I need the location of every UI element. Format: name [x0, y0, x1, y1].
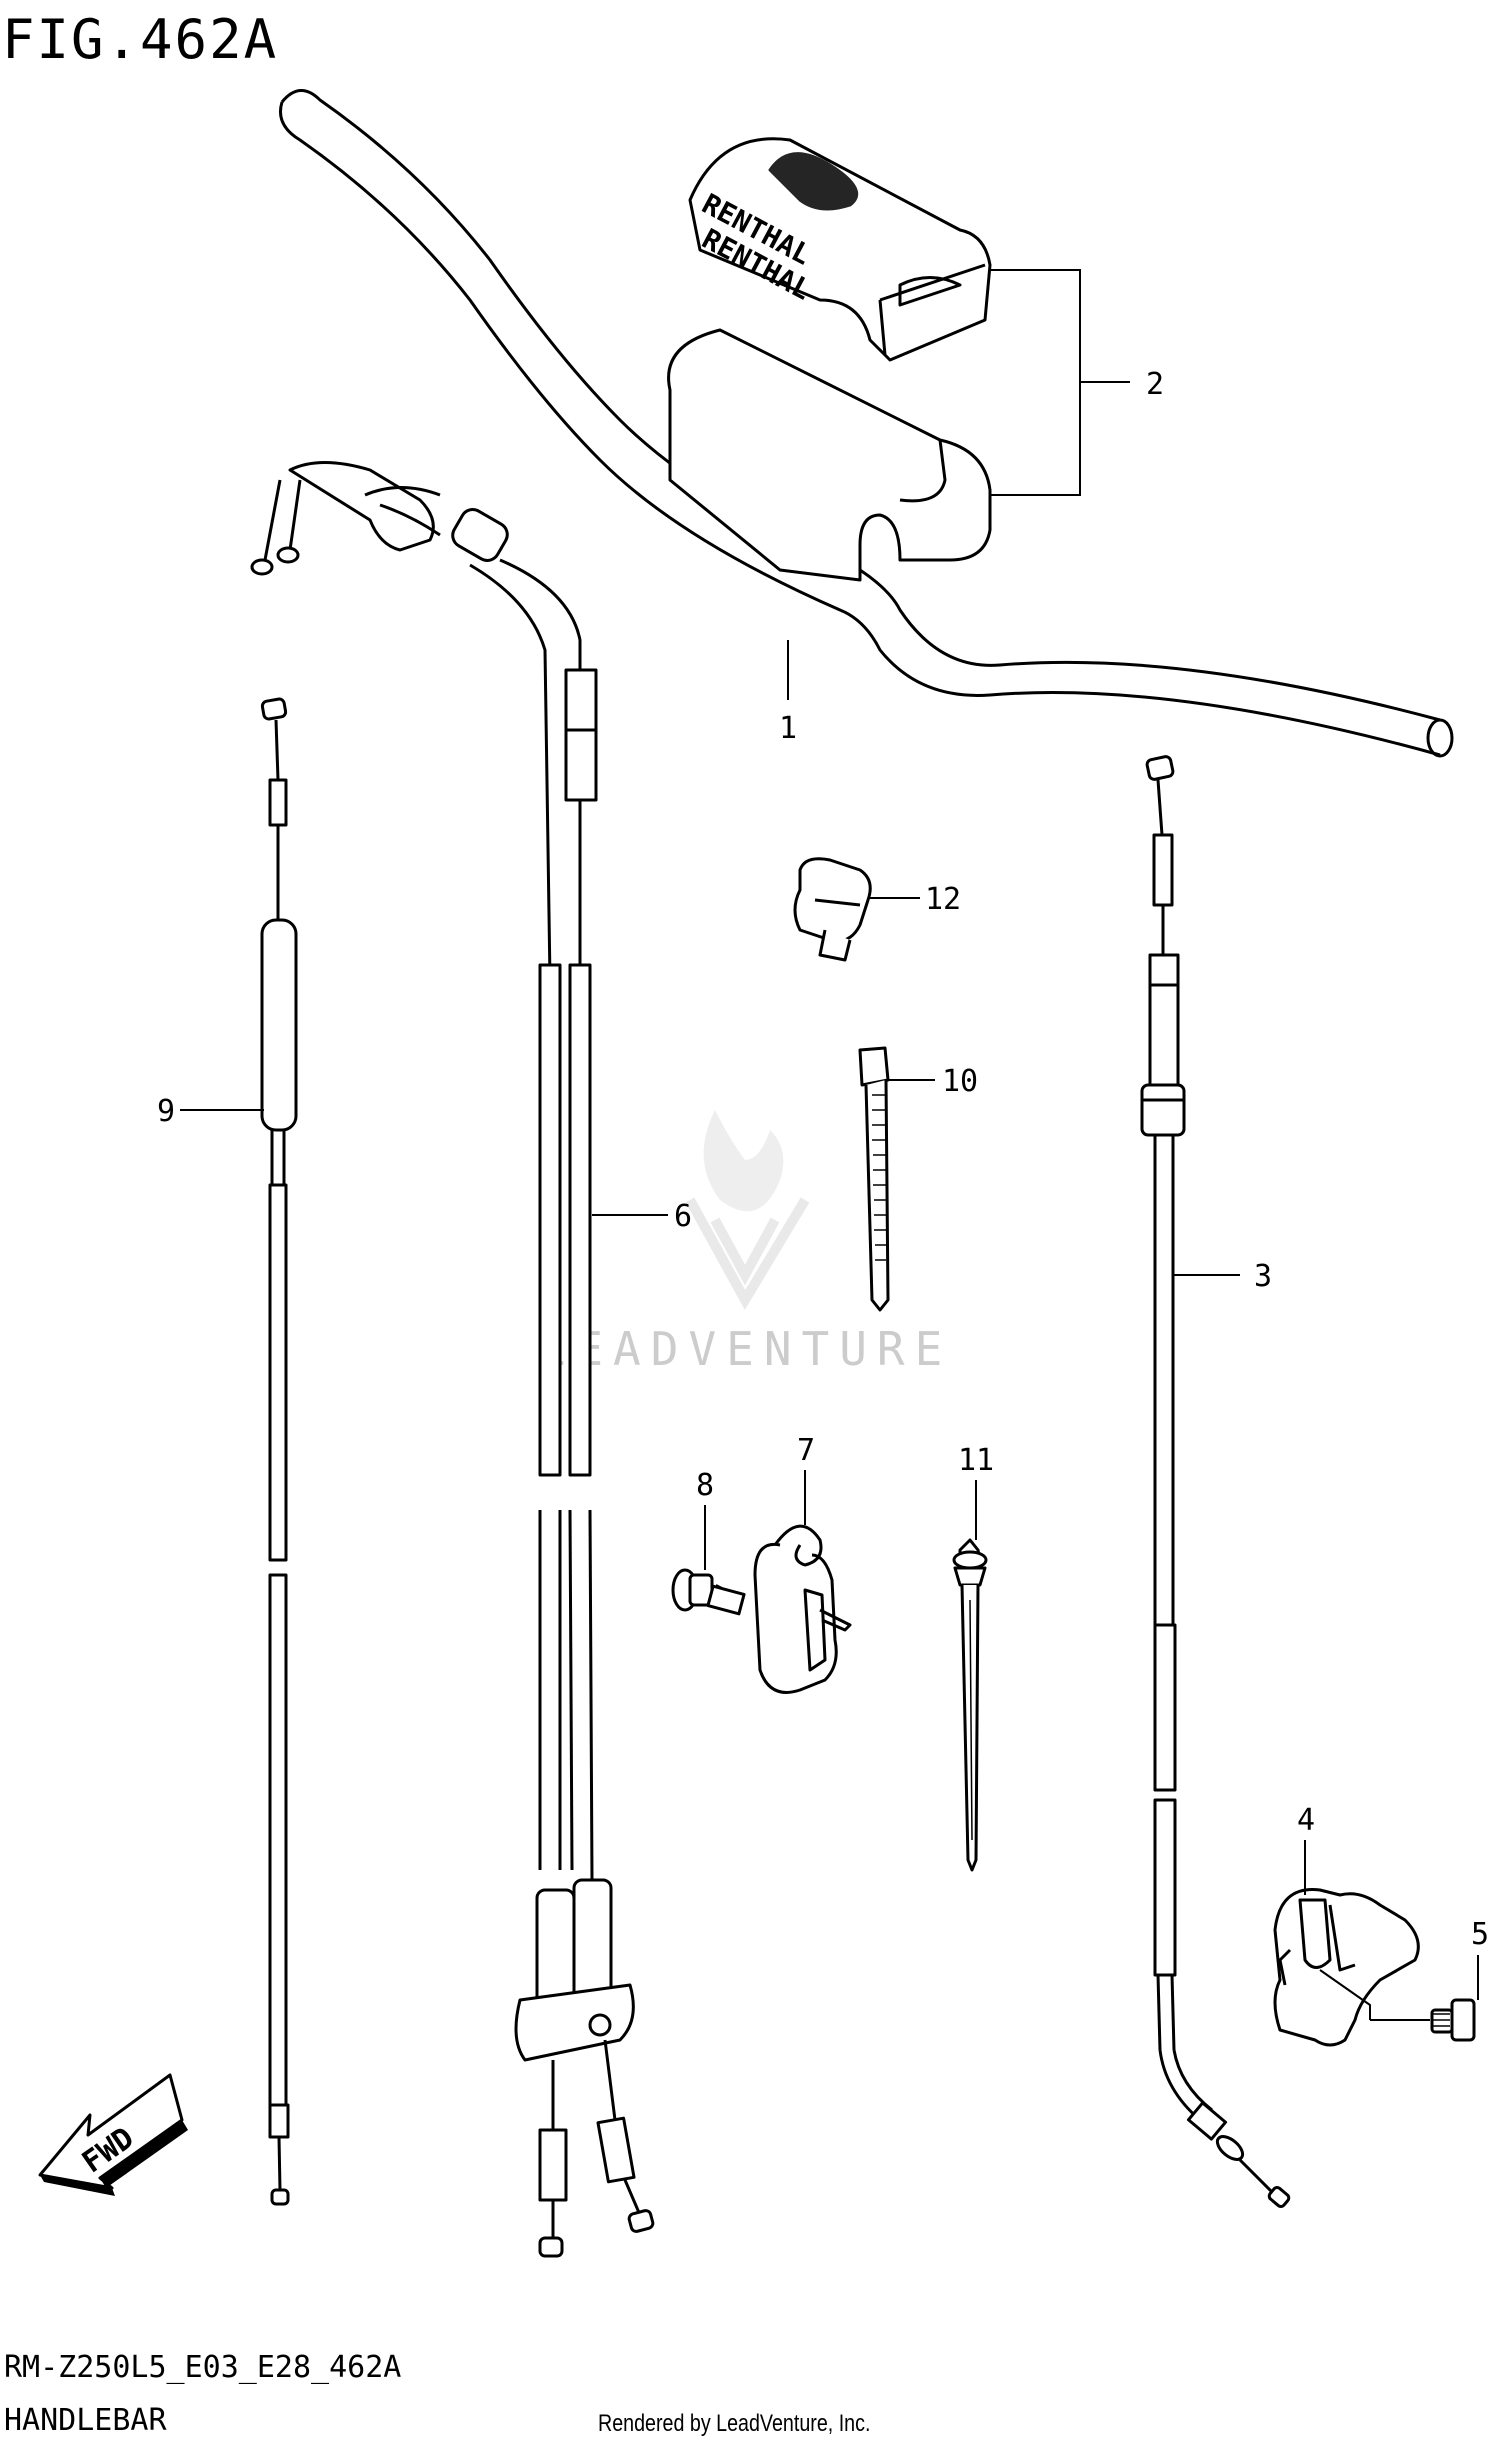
svg-text:12: 12 — [925, 882, 961, 917]
callout-6: 6 — [592, 1199, 692, 1234]
callout-2: 2 — [990, 269, 1164, 496]
callout-4: 4 — [1297, 1803, 1315, 1895]
svg-text:10: 10 — [942, 1064, 978, 1099]
callout-10: 10 — [888, 1064, 978, 1099]
render-credit: Rendered by LeadVenture, Inc. — [598, 2410, 871, 2437]
svg-text:4: 4 — [1297, 1803, 1315, 1838]
svg-text:9: 9 — [157, 1094, 175, 1129]
callout-11: 11 — [958, 1443, 994, 1540]
callout-12: 12 — [868, 882, 961, 917]
bolt-5 — [1319, 1969, 1476, 2042]
callout-9: 9 — [157, 1094, 264, 1129]
model-code: RM-Z250L5_E03_E28_462A — [4, 2350, 402, 2385]
callout-8: 8 — [696, 1468, 714, 1570]
svg-text:2: 2 — [1146, 367, 1164, 402]
callout-5: 5 — [1471, 1917, 1489, 2000]
clutch-cable — [1140, 755, 1291, 2209]
hot-start-cable — [260, 697, 298, 2206]
callout-3: 3 — [1172, 1259, 1272, 1294]
svg-text:6: 6 — [674, 1199, 692, 1234]
fwd-arrow: FWD — [38, 2073, 188, 2196]
clamp — [753, 1524, 852, 1694]
throttle-cable — [250, 461, 655, 2258]
svg-text:7: 7 — [797, 1433, 815, 1468]
svg-text:5: 5 — [1471, 1917, 1489, 1952]
svg-text:8: 8 — [696, 1468, 714, 1503]
svg-text:11: 11 — [958, 1443, 994, 1478]
svg-text:1: 1 — [779, 711, 797, 746]
callout-7: 7 — [797, 1433, 815, 1525]
section-title: HANDLEBAR — [4, 2403, 167, 2438]
watermark-text: LEADVENTURE — [538, 1322, 953, 1376]
callout-1: 1 — [779, 640, 797, 746]
bolt-8 — [671, 1568, 746, 1616]
figure-title: FIG.462A — [2, 8, 279, 71]
handlebar-pad: RENTHAL RENTHAL — [667, 137, 992, 582]
clutch-lever-holder — [1273, 1888, 1420, 2047]
cable-tie-clip — [952, 1538, 988, 1872]
svg-text:3: 3 — [1254, 1259, 1272, 1294]
watermark-logo — [685, 1110, 810, 1311]
cable-clamp — [793, 857, 872, 962]
cable-tie — [858, 1046, 890, 1312]
